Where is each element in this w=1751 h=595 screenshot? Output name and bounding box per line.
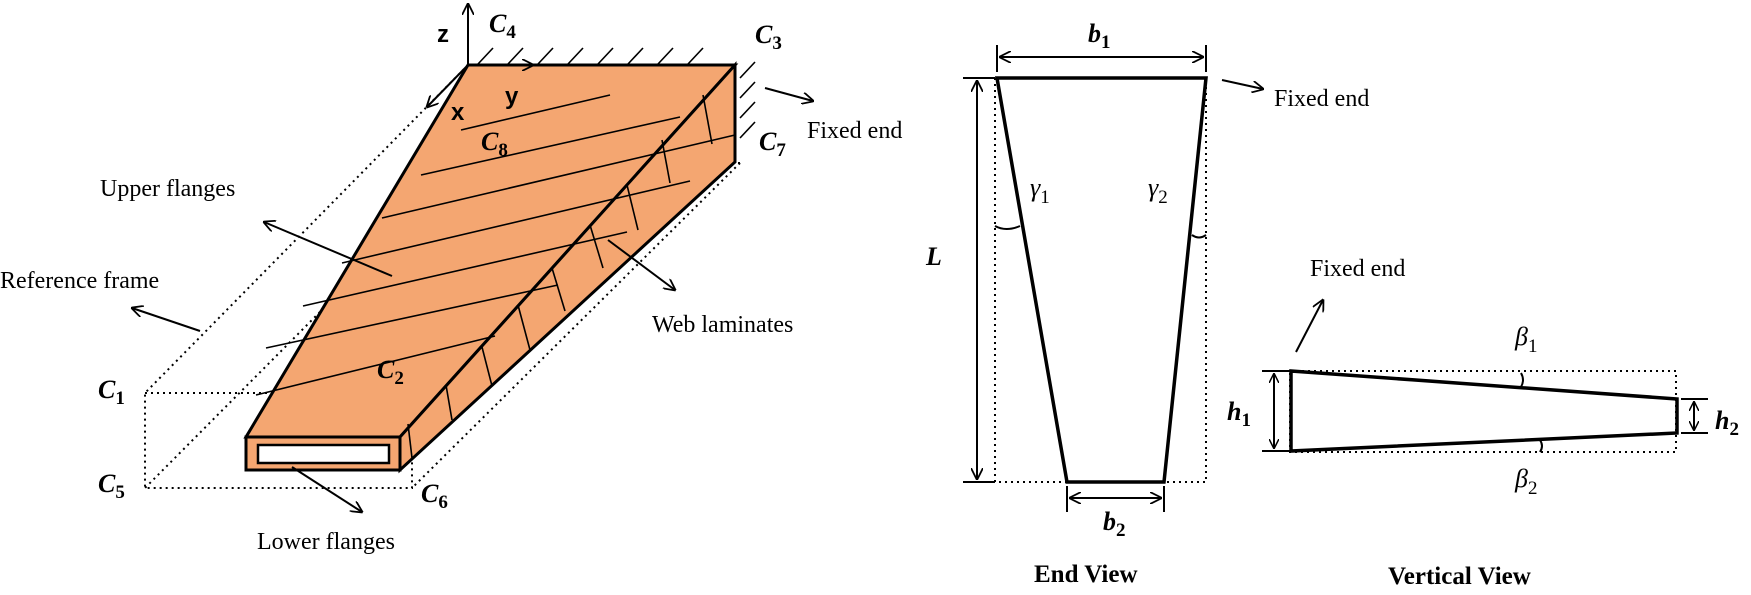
end-view-title: End View <box>1034 561 1138 588</box>
corner-c5-label: C5 <box>98 469 125 503</box>
iso-fixed-end-arrow <box>764 87 813 101</box>
isometric-view: z y x C4 C3 C8 C7 C2 C1 C5 C6 Upper flan… <box>0 4 902 555</box>
gamma2-label: γ2 <box>1148 173 1168 208</box>
lower-flanges-label: Lower flanges <box>257 529 395 555</box>
vertical-view-fixed-end-label: Fixed end <box>1310 256 1405 282</box>
corner-c2-label: C2 <box>377 355 404 389</box>
h1-label: h1 <box>1227 397 1251 431</box>
beta1-label: β1 <box>1514 322 1537 357</box>
upper-flanges-label: Upper flanges <box>100 176 235 202</box>
h2-label: h2 <box>1715 406 1739 440</box>
end-view-planform <box>994 76 1208 484</box>
end-view: b1 b2 L γ1 γ2 Fixed end End View <box>925 19 1369 588</box>
vertical-view-fixed-end-arrow <box>1295 300 1323 353</box>
corner-c1-label: C1 <box>98 375 125 409</box>
vertical-view-profile <box>1289 369 1679 453</box>
z-axis-label: z <box>437 21 449 48</box>
web-ply-lines <box>407 94 713 459</box>
beta1-arc <box>1520 372 1524 388</box>
reference-frame-arrow <box>132 308 201 332</box>
y-axis-label: y <box>505 83 519 110</box>
gamma2-arc <box>1191 234 1207 239</box>
fixed-end-hatching <box>477 47 756 139</box>
x-axis-label: x <box>451 99 465 126</box>
end-view-fixed-end-arrow <box>1221 79 1263 89</box>
length-label: L <box>925 242 942 271</box>
gamma1-arc <box>994 225 1021 230</box>
beta2-arc <box>1539 439 1543 453</box>
end-view-fixed-end-label: Fixed end <box>1274 86 1369 112</box>
b2-label: b2 <box>1103 507 1126 541</box>
coordinate-axes: z y x <box>427 4 533 126</box>
vertical-view-title: Vertical View <box>1388 563 1531 590</box>
upper-flange-ply-lines <box>255 94 736 396</box>
box-section-cavity <box>256 443 391 465</box>
upper-flanges-arrow <box>264 222 393 277</box>
lower-flanges-arrow <box>291 466 362 512</box>
web-laminates-label: Web laminates <box>652 312 793 338</box>
reference-frame-label: Reference frame <box>0 268 159 294</box>
corner-c6-label: C6 <box>421 479 448 513</box>
corner-c3-label: C3 <box>755 20 782 54</box>
corner-c4-label: C4 <box>489 9 516 43</box>
corner-c8-label: C8 <box>481 127 508 161</box>
web-laminates-arrow <box>607 239 675 290</box>
gamma1-label: γ1 <box>1030 173 1050 208</box>
corner-c7-label: C7 <box>759 127 786 161</box>
vertical-view: h1 h2 β1 β2 Fixed end Vertical View <box>1227 256 1739 590</box>
x-axis <box>427 64 469 107</box>
iso-fixed-end-label: Fixed end <box>807 118 902 144</box>
beta2-label: β2 <box>1514 464 1537 499</box>
b1-label: b1 <box>1088 19 1111 53</box>
